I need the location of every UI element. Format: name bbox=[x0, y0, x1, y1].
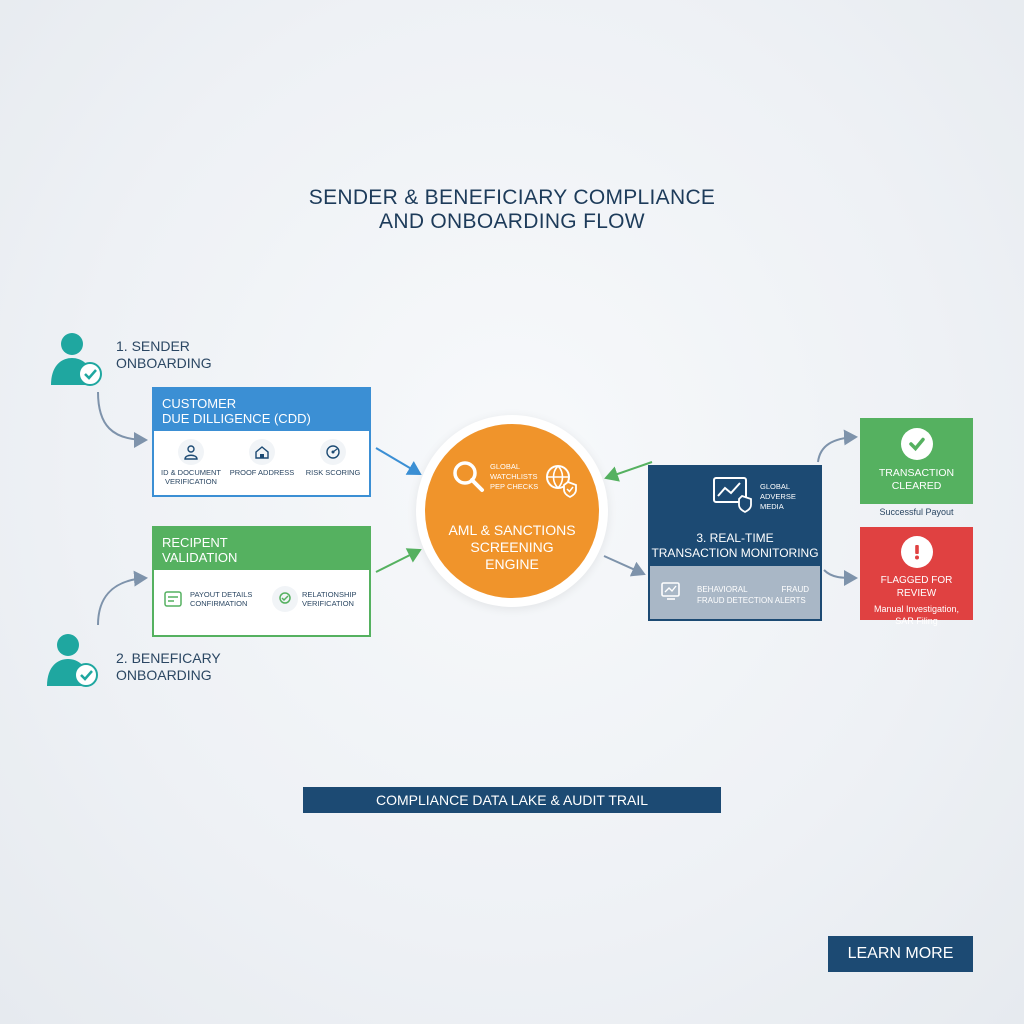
cdd-header: CUSTOMER DUE DILLIGENCE (CDD) bbox=[154, 389, 369, 431]
engine-line-3: ENGINE bbox=[485, 556, 539, 572]
beneficiary-onboarding-label: 2. BENEFICARY ONBOARDING bbox=[116, 650, 221, 684]
cleared-caption: Successful Payout bbox=[879, 507, 954, 517]
arrow-engine-to-monitoring bbox=[603, 555, 646, 577]
monitoring-alert-labels: BEHAVIORAL FRAUD FRAUD DETECTION ALERTS bbox=[697, 584, 817, 606]
transaction-cleared-box: TRANSACTION CLEARED bbox=[860, 418, 973, 504]
recipient-item-relationship: RELATIONSHIP VERIFICATION bbox=[272, 586, 368, 612]
cdd-item-3-line-1: RISK SCORING bbox=[305, 468, 361, 477]
alert-screen-icon bbox=[660, 580, 682, 602]
flagged-sub-2: SAR Filing bbox=[895, 616, 938, 626]
recipient-title-line-1: RECIPENT bbox=[162, 535, 228, 550]
home-address-icon bbox=[249, 439, 275, 465]
title-line-1: SENDER & BENEFICIARY COMPLIANCE bbox=[308, 186, 716, 209]
globe-shield-icon bbox=[543, 462, 579, 499]
beneficiary-line-1: 2. BENEFICARY bbox=[116, 650, 221, 666]
alert-icon bbox=[900, 536, 933, 568]
payout-details-icon bbox=[160, 586, 186, 612]
relationship-icon bbox=[272, 586, 298, 612]
chart-shield-icon bbox=[712, 476, 754, 514]
engine-line-2: SCREENING bbox=[470, 539, 554, 555]
sender-onboarding-label: 1. SENDER ONBOARDING bbox=[116, 338, 212, 372]
cdd-title-line-2: DUE DILLIGENCE (CDD) bbox=[162, 411, 311, 426]
monitoring-line-1: 3. REAL-TIME bbox=[696, 531, 774, 545]
monitoring-sub-2: ADVERSE bbox=[760, 492, 796, 501]
engine-label: AML & SANCTIONS SCREENING ENGINE bbox=[425, 522, 599, 573]
arrow-monitoring-to-cleared bbox=[817, 429, 858, 463]
recipient-title-line-2: VALIDATION bbox=[162, 550, 238, 565]
recipient-header: RECIPENT VALIDATION bbox=[154, 528, 369, 570]
flagged-subtitle: Manual Investigation, SAR Filing bbox=[860, 603, 973, 627]
engine-line-1: AML & SANCTIONS bbox=[448, 522, 576, 538]
cdd-title-line-1: CUSTOMER bbox=[162, 396, 237, 411]
monitoring-bottom-1a: BEHAVIORAL bbox=[697, 585, 748, 594]
check-icon bbox=[900, 428, 933, 460]
cdd-item-1-line-2: VERIFICATION bbox=[165, 477, 217, 486]
search-icon bbox=[450, 458, 486, 494]
monitoring-sub-labels: GLOBAL ADVERSE MEDIA bbox=[760, 482, 796, 512]
cdd-item-proof-address: PROOF ADDRESS bbox=[226, 439, 298, 477]
arrow-recipient-to-engine bbox=[375, 548, 422, 573]
user-check-icon bbox=[44, 628, 100, 688]
recipient-item-2-line-1: RELATIONSHIP bbox=[302, 590, 357, 599]
sender-line-1: 1. SENDER bbox=[116, 338, 190, 354]
user-check-icon bbox=[48, 327, 104, 387]
arrow-monitoring-to-flagged bbox=[823, 569, 858, 586]
cdd-item-id-verification: ID & DOCUMENT VERIFICATION bbox=[156, 439, 226, 486]
arrow-monitoring-to-engine bbox=[604, 461, 653, 482]
monitoring-sub-1: GLOBAL bbox=[760, 482, 791, 491]
flagged-title: FLAGGED FOR REVIEW bbox=[880, 575, 953, 599]
monitoring-bottom-2: FRAUD DETECTION ALERTS bbox=[697, 596, 806, 605]
recipient-item-1-line-2: CONFIRMATION bbox=[190, 599, 248, 608]
cleared-line-1: TRANSACTION bbox=[878, 467, 955, 479]
cleared-title: TRANSACTION CLEARED bbox=[860, 467, 973, 493]
sender-line-2: ONBOARDING bbox=[116, 355, 212, 371]
id-card-icon bbox=[178, 439, 204, 465]
recipient-item-1-line-1: PAYOUT DETAILS bbox=[190, 590, 253, 599]
learn-more-button[interactable]: LEARN MORE bbox=[828, 936, 973, 972]
cdd-item-risk-scoring: RISK SCORING bbox=[298, 439, 368, 477]
monitoring-sub-3: MEDIA bbox=[760, 502, 784, 511]
cdd-item-2-line-1: PROOF ADDRESS bbox=[229, 468, 295, 477]
monitoring-bottom-1b: FRAUD bbox=[781, 585, 809, 594]
engine-sub-labels: GLOBAL WATCHLISTS PEP CHECKS bbox=[490, 462, 548, 492]
flagged-sub-1: Manual Investigation, bbox=[873, 604, 960, 614]
beneficiary-line-2: ONBOARDING bbox=[116, 667, 212, 683]
cleared-line-2: CLEARED bbox=[891, 480, 942, 492]
compliance-data-lake-bar: COMPLIANCE DATA LAKE & AUDIT TRAIL bbox=[303, 787, 721, 813]
monitoring-title: 3. REAL-TIME TRANSACTION MONITORING bbox=[648, 531, 822, 561]
cdd-item-1-line-1: ID & DOCUMENT bbox=[161, 468, 221, 477]
engine-sub-2: WATCHLISTS bbox=[490, 472, 538, 481]
title-line-2: AND ONBOARDING FLOW bbox=[379, 210, 645, 233]
engine-sub-1: GLOBAL bbox=[490, 462, 521, 471]
cdd-box: CUSTOMER DUE DILLIGENCE (CDD) ID & DOCUM… bbox=[152, 387, 371, 497]
flagged-for-review-box: FLAGGED FOR REVIEW Manual Investigation,… bbox=[860, 527, 973, 626]
recipient-item-payout-details: PAYOUT DETAILS CONFIRMATION bbox=[160, 586, 260, 612]
engine-sub-3: PEP CHECKS bbox=[490, 482, 539, 491]
arrow-sender-to-cdd bbox=[97, 391, 148, 448]
risk-scoring-icon bbox=[320, 439, 346, 465]
screening-engine bbox=[425, 424, 599, 598]
page-title: SENDER & BENEFICIARY COMPLIANCE AND ONBO… bbox=[0, 186, 1024, 234]
arrow-cdd-to-engine bbox=[375, 447, 422, 476]
recipient-item-2-line-2: VERIFICATION bbox=[302, 599, 354, 608]
recipient-validation-box: RECIPENT VALIDATION PAYOUT DETAILS CONFI… bbox=[152, 526, 371, 637]
monitoring-line-2: TRANSACTION MONITORING bbox=[651, 546, 819, 560]
arrow-beneficiary-to-recipient bbox=[97, 570, 148, 626]
